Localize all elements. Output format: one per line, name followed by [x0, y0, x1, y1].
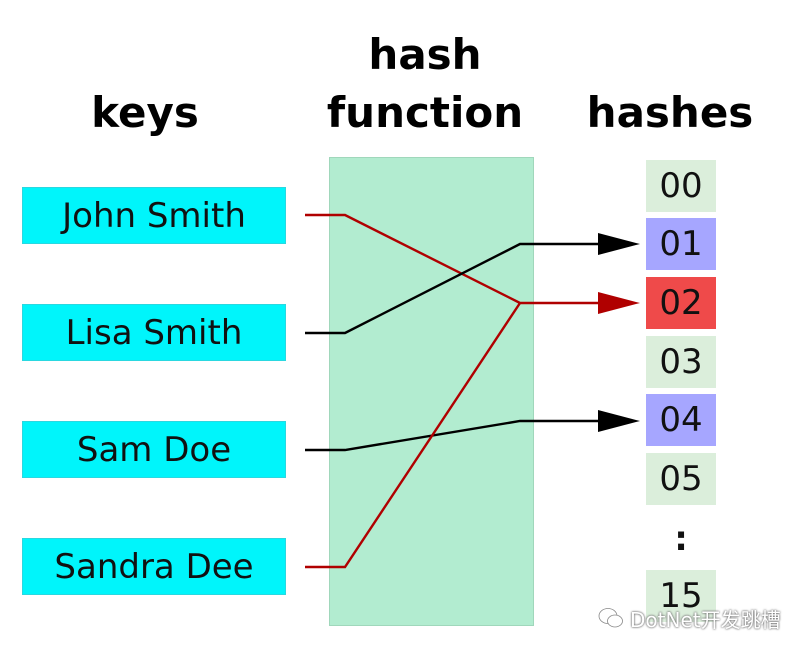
- hashes-heading: hashes: [586, 88, 754, 137]
- bucket-15: 15: [646, 570, 716, 622]
- bucket-label: 02: [659, 283, 703, 323]
- bucket-label: 00: [659, 166, 703, 206]
- bucket-01: 01: [646, 218, 716, 270]
- hash-function-heading-line1: hash: [368, 30, 482, 79]
- bucket-label: 05: [659, 459, 703, 499]
- arrow-head-01: [598, 233, 640, 255]
- bucket-02: 02: [646, 277, 716, 329]
- arrow-sandra-dee-to-02: [305, 302, 522, 569]
- key-box-sandra-dee: Sandra Dee: [22, 538, 286, 595]
- key-label: Lisa Smith: [65, 312, 243, 353]
- bucket-05: 05: [646, 453, 716, 505]
- bucket-label: 15: [659, 576, 703, 616]
- keys-heading: keys: [91, 88, 199, 137]
- arrow-head-04: [598, 410, 640, 432]
- key-box-john-smith: John Smith: [22, 187, 286, 244]
- bucket-04: 04: [646, 394, 716, 446]
- arrow-john-smith-to-02: [305, 213, 600, 305]
- key-label: Sam Doe: [76, 429, 232, 470]
- key-box-sam-doe: Sam Doe: [22, 421, 286, 478]
- bucket-label: 01: [659, 224, 703, 264]
- arrow-head-02: [598, 292, 640, 314]
- watermark: DotNet开发跳槽: [598, 603, 804, 633]
- wechat-icon: [598, 607, 623, 628]
- hash-function-heading: hash function: [300, 26, 550, 142]
- key-label: John Smith: [62, 195, 246, 236]
- bucket-label: 04: [659, 400, 703, 440]
- hash-function-box: [329, 157, 534, 626]
- bucket-03: 03: [646, 336, 716, 388]
- arrow-sam-doe-to-04: [305, 419, 600, 452]
- key-label: Sandra Dee: [54, 546, 254, 587]
- arrow-lisa-smith-to-01: [305, 242, 600, 335]
- hash-function-heading-line2: function: [326, 88, 524, 137]
- bucket-label: 03: [659, 342, 703, 382]
- bucket-00: 00: [646, 160, 716, 212]
- watermark-text: DotNet开发跳槽: [630, 607, 781, 632]
- bucket-ellipsis: :: [674, 519, 688, 559]
- key-box-lisa-smith: Lisa Smith: [22, 304, 286, 361]
